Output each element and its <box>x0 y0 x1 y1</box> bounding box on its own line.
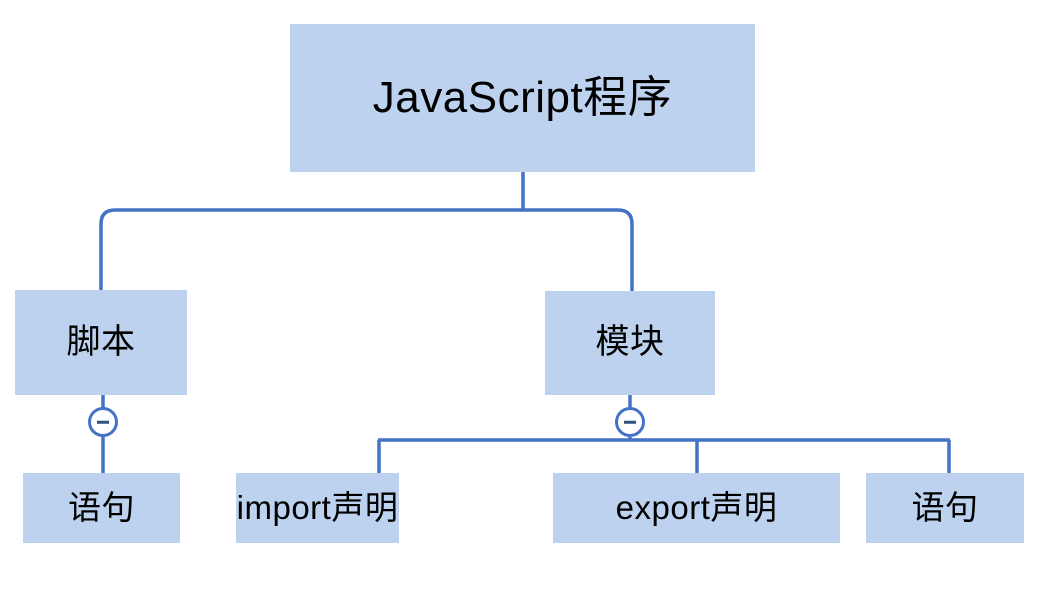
minus-circle-icon-module-collapse[interactable] <box>615 407 645 437</box>
node-script-statement-label: 语句 <box>68 488 135 526</box>
node-module-statement[interactable]: 语句 <box>866 473 1024 543</box>
node-javascript-program[interactable]: JavaScript程序 <box>290 24 755 172</box>
node-javascript-program-label: JavaScript程序 <box>372 72 673 122</box>
node-script-label: 脚本 <box>66 322 136 361</box>
node-import-declaration-label: import声明 <box>236 488 399 526</box>
node-script[interactable]: 脚本 <box>15 290 187 395</box>
edge-root-to-children <box>99 208 634 291</box>
node-module-statement-label: 语句 <box>911 488 979 526</box>
node-export-declaration[interactable]: export声明 <box>553 473 840 543</box>
minus-circle-icon-script-collapse[interactable] <box>88 407 118 437</box>
node-export-declaration-label: export声明 <box>615 488 778 526</box>
node-import-declaration[interactable]: import声明 <box>236 473 399 543</box>
node-module[interactable]: 模块 <box>545 291 715 395</box>
node-module-label: 模块 <box>595 323 665 362</box>
node-script-statement[interactable]: 语句 <box>23 473 180 543</box>
